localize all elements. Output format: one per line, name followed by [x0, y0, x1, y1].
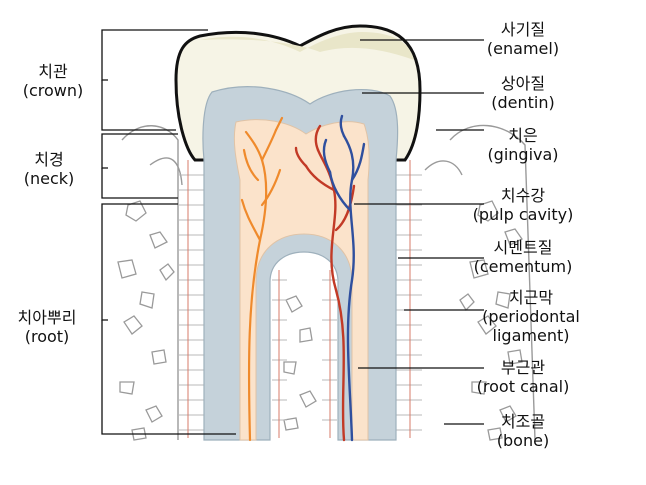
- label-canal-en: (root canal): [476, 377, 570, 396]
- label-pdl-en-2: ligament): [492, 326, 570, 345]
- label-pulp-en: (pulp cavity): [472, 205, 574, 224]
- label-neck-ko: 치경: [34, 150, 64, 169]
- vein: [322, 114, 366, 442]
- label-pdl-ko: 치근막: [508, 288, 554, 307]
- label-crown: 치관 (crown): [8, 62, 98, 100]
- label-bone: 치조골 (bone): [448, 412, 598, 450]
- label-neck: 치경 (neck): [4, 150, 94, 188]
- label-root: 치아뿌리 (root): [2, 308, 92, 346]
- label-cementum: 시멘트질 (cementum): [448, 238, 598, 276]
- label-pdl-en: (periodontal: [482, 307, 580, 326]
- label-gingiva-en: (gingiva): [487, 145, 559, 164]
- label-gingiva: 치은 (gingiva): [448, 126, 598, 164]
- bone-trabeculae-left: [117, 200, 175, 441]
- label-bone-en: (bone): [496, 431, 550, 450]
- nerve-fibers: [240, 116, 284, 442]
- label-crown-en: (crown): [22, 81, 84, 100]
- label-periodontal-ligament: 치근막 (periodontal ligament): [456, 288, 606, 345]
- leader-lines: [101, 29, 484, 435]
- label-root-canal: 부근관 (root canal): [448, 358, 598, 396]
- cementum-lines: [187, 160, 411, 438]
- label-gingiva-ko: 치은: [508, 126, 538, 145]
- label-root-en: (root): [24, 327, 70, 346]
- label-dentin-en: (dentin): [491, 93, 555, 112]
- label-neck-en: (neck): [23, 169, 75, 188]
- label-pulp-cavity: 치수강 (pulp cavity): [448, 186, 598, 224]
- label-pulp-ko: 치수강: [500, 186, 546, 205]
- label-enamel: 사기질 (enamel): [448, 20, 598, 58]
- label-cementum-ko: 시멘트질: [493, 238, 553, 257]
- enamel-top-shading: [200, 32, 414, 60]
- label-dentin-ko: 상아질: [500, 74, 546, 93]
- label-bone-ko: 치조골: [500, 412, 546, 431]
- label-dentin: 상아질 (dentin): [448, 74, 598, 112]
- label-root-ko: 치아뿌리: [17, 308, 77, 327]
- bone-trabeculae-center: [283, 295, 317, 431]
- bone-trabeculae-right: [459, 200, 523, 441]
- label-enamel-en: (enamel): [486, 39, 560, 58]
- label-crown-ko: 치관: [38, 62, 68, 81]
- label-enamel-ko: 사기질: [500, 20, 546, 39]
- label-canal-ko: 부근관: [500, 358, 546, 377]
- label-cementum-en: (cementum): [473, 257, 573, 276]
